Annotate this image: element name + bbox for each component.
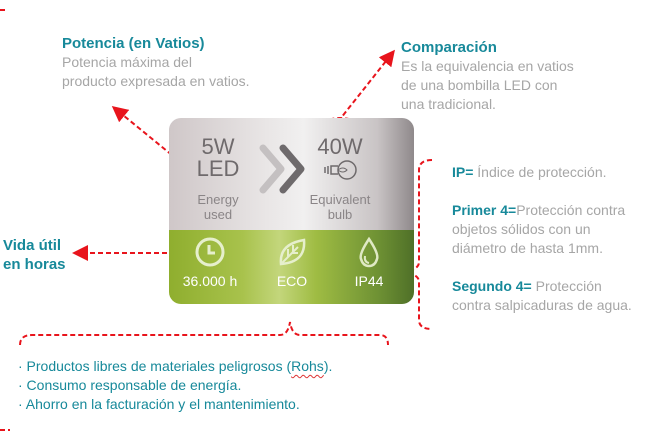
feature-ip: IP44 (329, 236, 409, 289)
product-label-card: 5W LED Energy used 40W Equivalent bulb 3… (169, 118, 414, 304)
potencia-block: Potencia (en Vatios) Potencia máxima del… (62, 34, 250, 91)
ip-label: IP44 (354, 273, 384, 289)
primer-text-2: objetos sólidos con un (452, 221, 591, 237)
led-label: LED (196, 156, 240, 181)
ip-key: IP= (452, 164, 474, 180)
benefits-list: · Productos libres de materiales peligro… (18, 357, 332, 414)
comparacion-desc-3: una tradicional. (401, 96, 496, 112)
comparacion-block: Comparación Es la equivalencia en vatios… (401, 38, 574, 114)
ip-text: Índice de protección. (473, 164, 607, 180)
energy-used-2: used (203, 207, 233, 222)
benefit-item: · Consumo responsable de energía. (18, 377, 242, 393)
energy-used-1: Energy (197, 192, 239, 207)
benefit-1-end: ). (323, 358, 333, 374)
clock-icon (195, 237, 225, 267)
benefit-item: · Productos libres de materiales peligro… (18, 357, 332, 376)
comparacion-desc-2: de una bombilla LED con (401, 77, 558, 93)
primer-definition: Primer 4=Protección contra (452, 201, 672, 220)
leaf-icon (279, 238, 306, 266)
lifetime-label: 36.000 h (182, 273, 238, 289)
potencia-arrow (111, 105, 179, 161)
primer-text-1: Protección contra (516, 202, 626, 218)
equiv-watts: 40W (317, 134, 363, 159)
potencia-title: Potencia (en Vatios) (62, 35, 205, 52)
lightbulb-icon (324, 160, 357, 180)
feature-eco: ECO (257, 236, 327, 289)
primer-key: Primer 4= (452, 202, 517, 218)
double-chevron-icon (259, 144, 305, 194)
potencia-desc-2: producto expresada en vatios. (62, 73, 250, 89)
vida-line-1: Vida útil (3, 237, 62, 254)
segundo-text-2: contra salpicaduras de agua. (452, 297, 632, 313)
vida-line-2: en horas (3, 256, 66, 273)
ip-explanation: IP= Índice de protección. Primer 4=Prote… (452, 163, 672, 315)
segundo-definition: Segundo 4= Protección (452, 277, 672, 296)
benefits-brace (19, 321, 389, 346)
comparacion-title: Comparación (401, 39, 497, 56)
ip-definition: IP= Índice de protección. (452, 163, 672, 182)
equiv-bulb-1: Equivalent (309, 192, 371, 207)
benefit-1-text: · Productos libres de materiales peligro… (18, 358, 292, 374)
feature-lifetime: 36.000 h (175, 236, 245, 289)
vida-block: Vida útil en horas (3, 236, 66, 274)
led-watts: 5W (201, 134, 235, 159)
segundo-text-1: Protección (531, 278, 602, 294)
eco-label: ECO (276, 273, 308, 289)
segundo-key: Segundo 4= (452, 278, 532, 294)
comparacion-arrow (332, 49, 395, 129)
water-drop-icon (359, 236, 379, 268)
equiv-bulb-2: bulb (327, 207, 353, 222)
comparacion-desc-1: Es la equivalencia en vatios (401, 58, 574, 74)
benefit-item: · Ahorro en la facturación y el mantenim… (18, 396, 300, 412)
potencia-desc-1: Potencia máxima del (62, 54, 192, 70)
primer-text-3: diámetro de hasta 1mm. (452, 240, 603, 256)
rohs-term: Rohs (291, 358, 324, 374)
card-features-section: 36.000 h ECO IP44 (169, 230, 414, 304)
card-top-section: 5W LED Energy used 40W Equivalent bulb (169, 118, 414, 230)
